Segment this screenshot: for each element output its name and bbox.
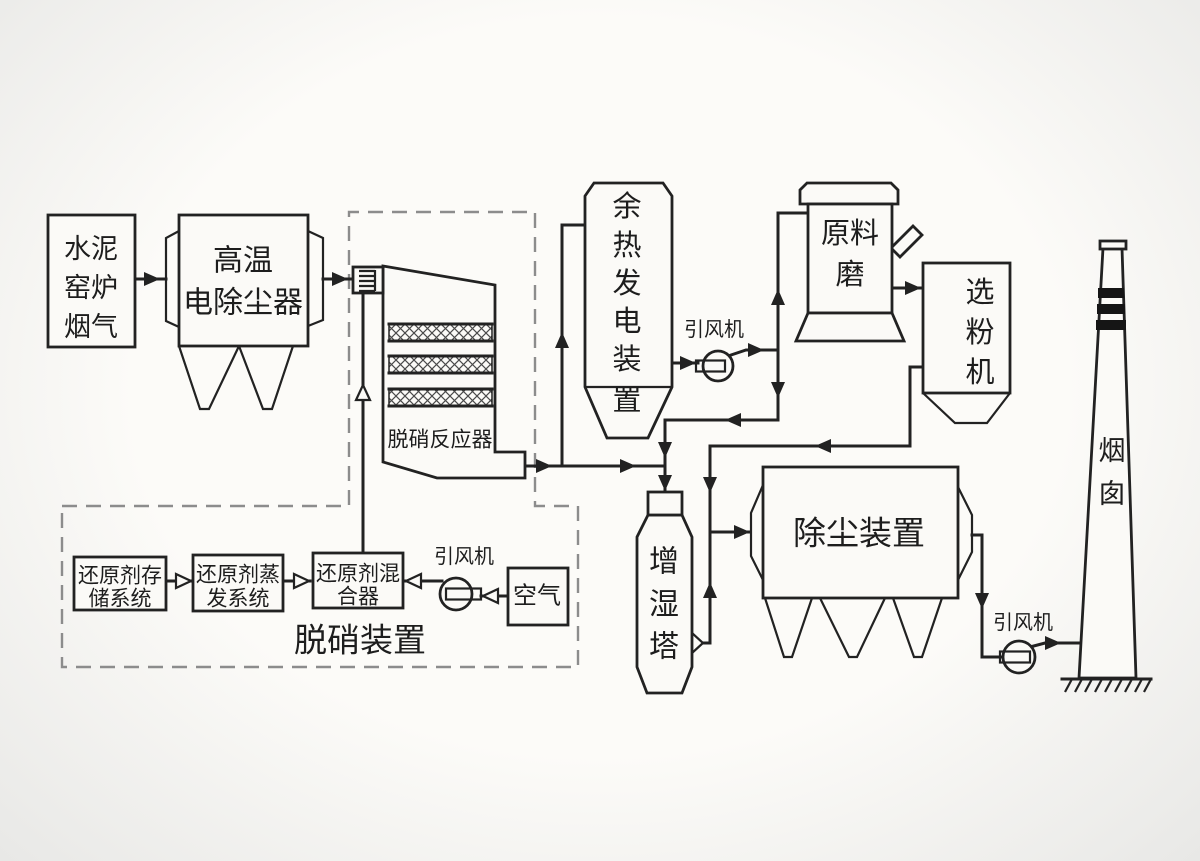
stack-band [1096,320,1126,330]
humidifier: 增 湿 塔 [635,490,705,695]
fan-mixer-label: 引风机 [434,545,494,568]
classifier: 选 粉 机 [921,261,1012,425]
humidifier-label-char: 增 [649,546,679,579]
ground-hatch [1060,677,1153,693]
fan-icon [1001,639,1037,675]
open-arrow-icon [403,572,423,590]
stack-label-char: 囱 [1099,479,1126,509]
esp-hoppers [177,345,295,411]
reducer-flow-arrows [174,382,500,605]
stack-band [1097,304,1125,314]
stack-band [1098,288,1124,298]
flow-arrows [144,272,1061,650]
collector-hoppers [763,597,944,659]
reducer-evaporation-line2: 发系统 [207,588,270,611]
esp-label-line1: 高温 [213,245,273,278]
waste-heat-boiler: 余 热 发 电 装 置 [583,181,674,440]
open-arrow-icon [292,572,312,590]
open-arrow-icon [354,382,372,402]
arrow-icon [905,281,921,295]
boiler-label-char: 余 [612,190,641,223]
arrow-icon [620,459,636,473]
boiler-label-char: 发 [612,267,641,300]
arrow-icon [771,289,785,305]
kiln-label-line1: 水泥 [64,234,118,264]
mill-label-line2: 磨 [835,258,864,291]
arrow-icon [815,439,831,453]
scr-reactor: 脱硝反应器 [351,264,527,480]
catalyst-layer [388,388,493,407]
air-label: 空气 [513,583,561,610]
arrow-icon [771,382,785,398]
classifier-label-char: 机 [965,356,994,389]
boiler-label-char: 热 [612,229,641,262]
catalyst-layer [388,323,493,342]
arrow-icon [536,459,552,473]
reducer-storage-box: 还原剂存 储系统 [72,555,168,612]
induced-draft-fan-mixer: 引风机 [434,545,494,612]
open-arrow-icon [480,587,500,605]
dust-collector: 除尘装置 [749,465,974,659]
arrow-icon [725,413,741,427]
induced-draft-fan-stack: 引风机 [993,611,1053,675]
humidifier-spout [691,632,705,654]
mill-chute [889,224,924,259]
boiler-label-char: 置 [612,385,641,417]
kiln-flue-gas-box: 水泥 窑炉 烟气 [46,213,137,349]
fan-boiler-label: 引风机 [684,318,744,341]
denitration-unit-boundary [60,210,580,669]
classifier-label-char: 选 [965,276,994,309]
arrow-icon [734,525,750,539]
reducer-mixer-box: 还原剂混 合器 [311,551,405,610]
arrow-icon [555,332,569,348]
stack: 烟 囱 [1060,239,1153,693]
reducer-storage-line1: 还原剂存 [78,565,162,588]
mill-label-line1: 原料 [821,217,879,250]
arrow-icon [703,477,717,493]
kiln-label-line3: 烟气 [64,312,118,342]
fan-icon [701,349,735,383]
reducer-mixer-line1: 还原剂混 [316,563,400,586]
reactor-label: 脱硝反应器 [388,429,493,452]
reducer-evaporation-line1: 还原剂蒸 [196,564,280,587]
arrow-icon [658,475,672,491]
fan-icon [438,576,474,612]
arrow-icon [144,272,160,286]
esp-label-line2: 电除尘器 [183,287,303,320]
reducer-mixer-line2: 合器 [337,586,379,609]
classifier-label-char: 粉 [965,316,994,349]
arrow-icon [748,343,764,357]
kiln-label-line2: 窑炉 [64,273,118,303]
fan-stack-label: 引风机 [993,611,1053,634]
humidifier-label-char: 湿 [649,589,679,622]
catalyst-layer [388,355,493,374]
boiler-label-char: 装 [612,343,641,376]
arrow-icon [680,356,696,370]
boiler-label-char: 电 [612,305,641,338]
reducer-evaporation-box: 还原剂蒸 发系统 [191,553,285,613]
dust-collector-label: 除尘装置 [793,515,925,552]
arrow-icon [975,593,989,609]
humidifier-label-char: 塔 [649,631,679,664]
air-box: 空气 [506,566,570,627]
hot-esp: 高温 电除尘器 [164,213,325,411]
arrow-icon [1045,636,1061,650]
catalyst-layers [387,322,494,408]
raw-mill: 原料 磨 [793,181,924,343]
ammonia-injection-grid [351,265,385,295]
arrow-icon [703,582,717,598]
induced-draft-fan-boiler: 引风机 [684,318,744,383]
arrow-icon [332,272,348,286]
denitration-unit-label: 脱硝装置 [294,622,426,659]
open-arrow-icon [174,572,194,590]
reducer-storage-line2: 储系统 [89,588,152,611]
stack-label-char: 烟 [1099,436,1126,466]
arrow-icon [658,442,672,458]
